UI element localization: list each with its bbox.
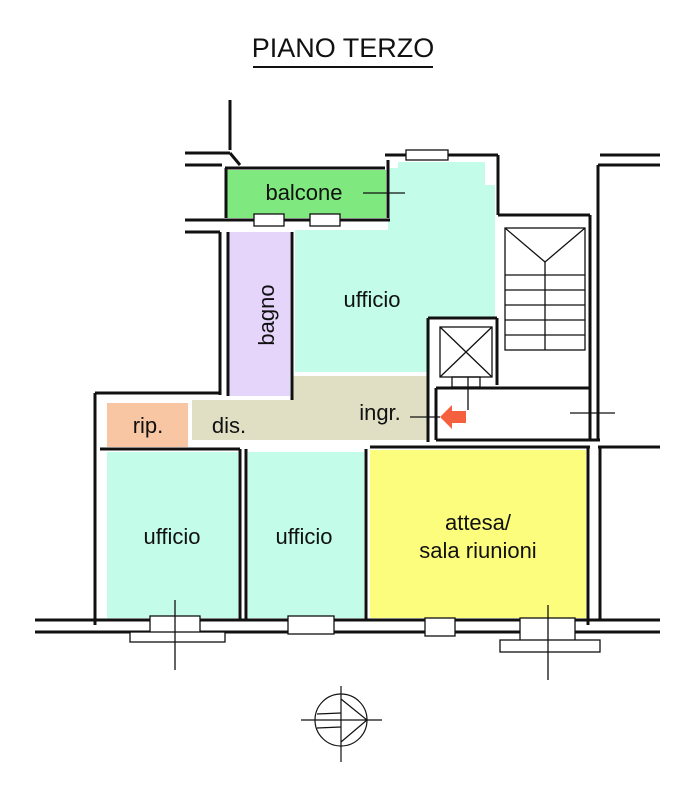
room-balcone — [226, 170, 386, 218]
label-dis: dis. — [212, 413, 246, 438]
plan-title: PIANO TERZO — [252, 33, 435, 63]
room-attesa — [370, 450, 586, 618]
room-ufficio-left — [107, 452, 238, 618]
label-ufficio-top: ufficio — [343, 287, 400, 312]
staircase — [504, 227, 586, 351]
label-balcone: balcone — [265, 180, 342, 205]
label-sala-riunioni: sala riunioni — [419, 538, 536, 563]
room-bagno — [228, 232, 290, 396]
door-markers — [174, 192, 615, 680]
entrance-arrow-icon — [440, 405, 466, 429]
label-ufficio-left: ufficio — [143, 524, 200, 549]
compass-north-icon — [301, 686, 382, 762]
label-ingr: ingr. — [359, 400, 401, 425]
label-attesa: attesa/ — [445, 510, 512, 535]
label-bagno: bagno — [254, 284, 279, 345]
room-rip — [107, 403, 188, 447]
elevator-icon — [439, 326, 493, 388]
label-rip: rip. — [133, 413, 164, 438]
room-dis-ingr — [192, 376, 428, 440]
room-ufficio-mid — [248, 452, 364, 618]
label-ufficio-mid: ufficio — [275, 524, 332, 549]
room-ufficio-top — [295, 162, 495, 372]
